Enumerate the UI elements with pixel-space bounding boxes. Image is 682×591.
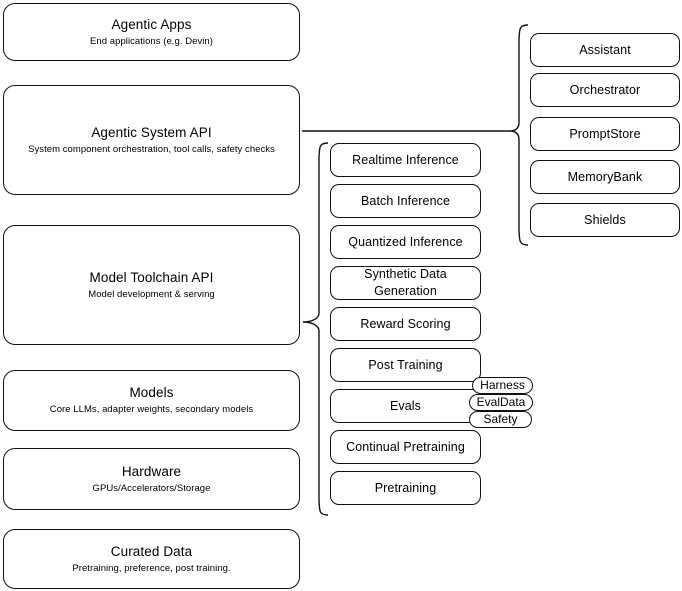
agentic-item-orchestrator[interactable]: Orchestrator — [530, 73, 680, 107]
agentic-item-label: Shields — [584, 212, 626, 227]
toolchain-item-label: Pretraining — [374, 480, 437, 495]
layer-subtitle: Model development & serving — [88, 288, 215, 300]
layer-title: Hardware — [121, 463, 182, 479]
layer-box-model-toolchain-api[interactable]: Model Toolchain API Model development & … — [3, 225, 300, 345]
toolchain-item-label: Batch Inference — [360, 193, 451, 208]
layer-title: Model Toolchain API — [89, 269, 214, 285]
layer-box-agentic-apps[interactable]: Agentic Apps End applications (e.g. Devi… — [3, 3, 300, 61]
layer-box-hardware[interactable]: Hardware GPUs/Accelerators/Storage — [3, 448, 300, 510]
agentic-item-shields[interactable]: Shields — [530, 203, 680, 237]
toolchain-item-continual-pretraining[interactable]: Continual Pretraining — [330, 430, 481, 464]
agentic-item-promptstore[interactable]: PromptStore — [530, 117, 680, 151]
toolchain-item-synthetic-data-generation[interactable]: Synthetic Data Generation — [330, 266, 481, 300]
layer-subtitle: GPUs/Accelerators/Storage — [92, 482, 211, 494]
layer-box-curated-data[interactable]: Curated Data Pretraining, preference, po… — [3, 529, 300, 589]
toolchain-item-quantized-inference[interactable]: Quantized Inference — [330, 225, 481, 259]
layer-title: Agentic System API — [91, 124, 212, 140]
layer-subtitle: Pretraining, preference, post training. — [72, 562, 231, 574]
toolchain-item-pretraining[interactable]: Pretraining — [330, 471, 481, 505]
toolchain-item-batch-inference[interactable]: Batch Inference — [330, 184, 481, 218]
toolchain-item-label: Reward Scoring — [360, 316, 451, 331]
toolchain-item-reward-scoring[interactable]: Reward Scoring — [330, 307, 481, 341]
toolchain-item-label: Realtime Inference — [352, 152, 459, 167]
evals-badge-safety[interactable]: Safety — [469, 411, 532, 428]
layer-title: Curated Data — [110, 543, 193, 559]
toolchain-item-label: Synthetic Data Generation — [364, 267, 447, 298]
toolchain-item-evals[interactable]: Evals — [330, 389, 481, 423]
layer-box-models[interactable]: Models Core LLMs, adapter weights, secon… — [3, 370, 300, 431]
layer-title: Models — [129, 385, 174, 400]
toolchain-item-label: Evals — [389, 398, 422, 413]
toolchain-item-label: Quantized Inference — [348, 234, 463, 249]
layer-box-agentic-system-api[interactable]: Agentic System API System component orch… — [3, 85, 300, 195]
agentic-item-memorybank[interactable]: MemoryBank — [530, 160, 680, 194]
evals-badge-evaldata[interactable]: EvalData — [469, 394, 533, 411]
layer-subtitle: System component orchestration, tool cal… — [28, 143, 275, 155]
toolchain-item-post-training[interactable]: Post Training — [330, 348, 481, 382]
agentic-item-label: Orchestrator — [569, 82, 641, 97]
toolchain-item-label: Post Training — [368, 357, 443, 372]
agentic-item-assistant[interactable]: Assistant — [530, 33, 680, 67]
agentic-item-label: MemoryBank — [567, 169, 643, 184]
brace-agentic-components — [509, 24, 529, 246]
brace-toolchain-components — [302, 142, 329, 516]
evals-badge-harness[interactable]: Harness — [472, 377, 533, 394]
toolchain-item-label: Continual Pretraining — [346, 439, 465, 454]
layer-subtitle: End applications (e.g. Devin) — [90, 35, 213, 47]
layer-title: Agentic Apps — [111, 16, 192, 32]
layer-subtitle: Core LLMs, adapter weights, secondary mo… — [49, 404, 254, 415]
agentic-item-label: Assistant — [579, 42, 631, 57]
agentic-item-label: PromptStore — [569, 126, 641, 141]
toolchain-item-realtime-inference[interactable]: Realtime Inference — [330, 143, 481, 177]
